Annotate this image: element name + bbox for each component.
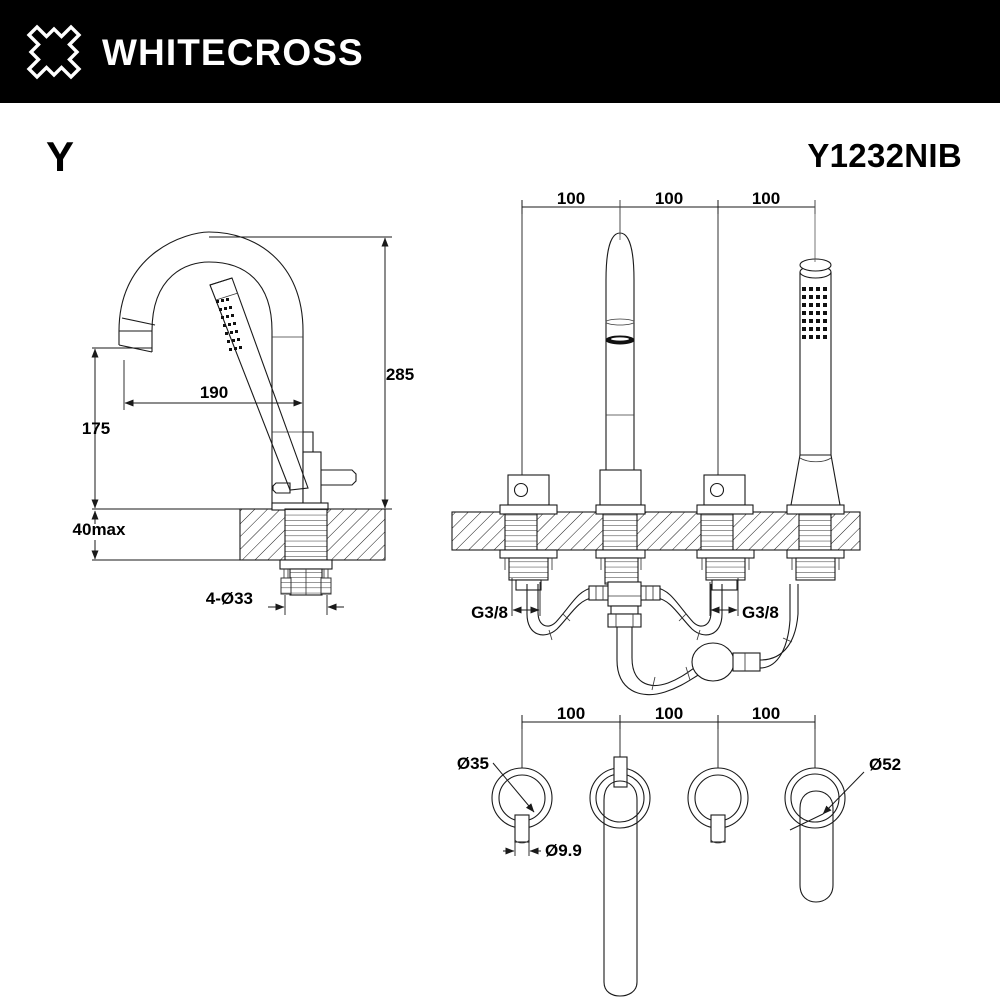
dim-4-dia33-label: 4-Ø33 (206, 589, 253, 608)
side-handshower (209, 277, 309, 491)
brand-name-text: WHITECROSS (102, 31, 364, 73)
shank-right (696, 549, 755, 591)
side-handshower-nozzles (216, 298, 242, 351)
dim-285-label: 285 (386, 365, 414, 384)
model-code-title: Y1232NIB (807, 137, 962, 174)
dim-40max: 40max (73, 510, 285, 561)
dim-4-dia33: 4-Ø33 (206, 589, 344, 615)
brand-header-bar: WHITECROSS (0, 0, 1000, 103)
front-dim-100-c: 100 (752, 189, 780, 208)
side-shank-assembly (279, 508, 333, 596)
label-g38-right: G3/8 (742, 603, 779, 622)
front-handshower (786, 200, 845, 551)
front-pipework (526, 581, 799, 696)
plan-top-view: 100 100 100 Ø35 Ø9.9 (457, 704, 901, 997)
front-connection-labels: G3/8 G3/8 (471, 578, 779, 622)
plan-spout (589, 756, 651, 997)
plan-valve-right (687, 767, 749, 844)
side-valve-body (271, 431, 357, 511)
dim-175: 175 (82, 347, 270, 510)
front-dim-100-a: 100 (557, 189, 585, 208)
plan-valve-left: Ø35 Ø9.9 (457, 754, 582, 860)
side-spout-body (118, 231, 304, 509)
plan-dim-100-b: 100 (655, 704, 683, 723)
shank-handshower (786, 549, 845, 581)
dim-190-label: 190 (200, 383, 228, 402)
front-handshower-nozzles (802, 287, 827, 339)
label-g38-left: G3/8 (471, 603, 508, 622)
plan-dim-dia35-label: Ø35 (457, 754, 489, 773)
plan-handshower: Ø52 (784, 755, 901, 903)
series-title: Y (46, 133, 75, 180)
front-dim-100-b: 100 (655, 189, 683, 208)
side-elevation-view: 285 190 175 40max (73, 231, 414, 615)
front-valve-right (696, 474, 754, 551)
front-valve-left (499, 474, 558, 551)
dim-40max-label: 40max (73, 520, 126, 539)
plan-dim-100-c: 100 (752, 704, 780, 723)
plan-dim-dia52-label: Ø52 (869, 755, 901, 774)
brand-logo-group: WHITECROSS (26, 24, 364, 80)
front-underdeck-assembly (499, 549, 845, 591)
front-spout (595, 200, 646, 551)
shank-left (499, 549, 558, 591)
plan-dim-dia99-label: Ø9.9 (545, 841, 582, 860)
dim-285: 285 (209, 236, 414, 510)
plan-spacing-dims: 100 100 100 (521, 704, 816, 795)
plan-dim-100-a: 100 (557, 704, 585, 723)
dim-190: 190 (123, 360, 304, 430)
front-elevation-view: 100 100 100 (451, 189, 861, 696)
x-cross-logo-icon (26, 24, 82, 80)
front-spacing-dims: 100 100 100 (521, 189, 816, 490)
shank-spout (595, 549, 646, 585)
dim-175-label: 175 (82, 419, 110, 438)
